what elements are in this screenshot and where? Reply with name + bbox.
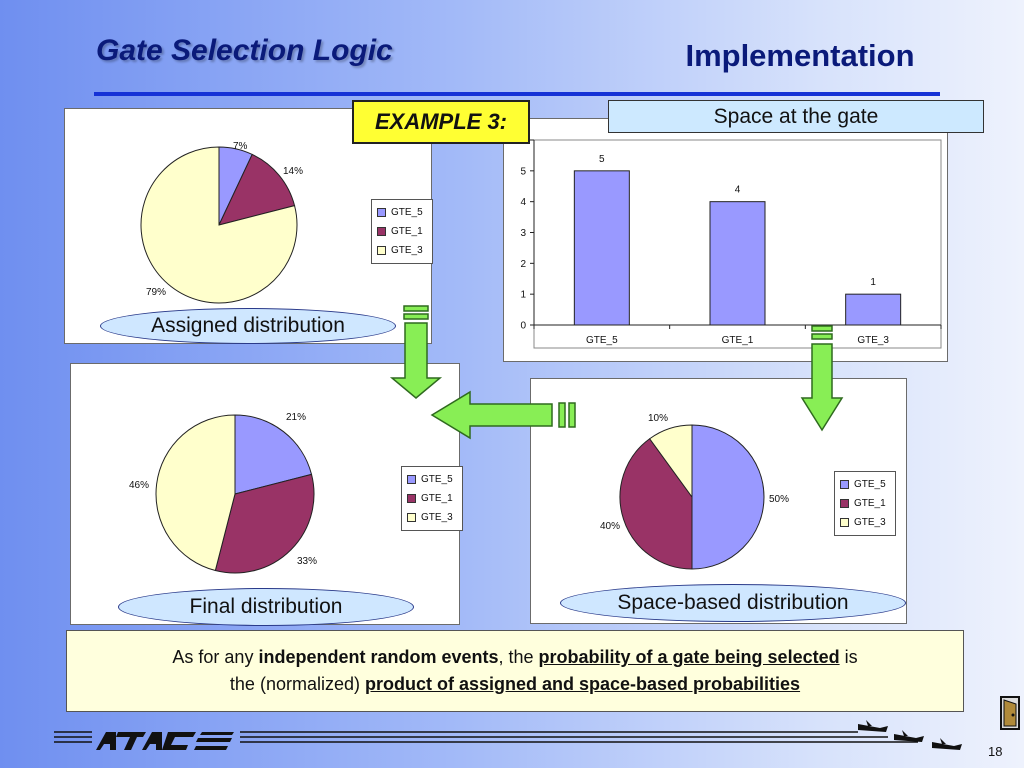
- bar-y-tick-label: 1: [520, 290, 526, 301]
- bar-category-label: GTE_1: [722, 335, 754, 346]
- door-icon: [1000, 696, 1020, 730]
- bar-gte3: [845, 293, 902, 326]
- assigned-label-gte1: 14%: [283, 166, 304, 177]
- pie-slice-gte3: [648, 424, 693, 499]
- bar-y-tick-label: 0: [520, 321, 526, 332]
- bar-category-label: GTE_3: [857, 335, 889, 346]
- spacebased-chart-panel: 50% 40% 10% GTE_5 GTE_1 GTE_3: [530, 378, 907, 624]
- exit-door-button[interactable]: [1000, 696, 1020, 730]
- legend-item-gte3: GTE_3: [407, 508, 457, 527]
- bar-data-label: 1: [870, 277, 876, 288]
- legend-item-gte5: GTE_5: [377, 203, 427, 222]
- assigned-pie-chart: [140, 146, 298, 304]
- footer-branding: [54, 720, 962, 750]
- pie-slice-gte1: [619, 438, 693, 570]
- bar-y-tick-label: 2: [520, 259, 526, 270]
- space-at-gate-label: Space at the gate: [608, 100, 984, 133]
- spacebased-label-gte5: 50%: [769, 494, 790, 505]
- final-label-gte5: 21%: [286, 412, 307, 423]
- pie-slice-gte1: [218, 153, 296, 226]
- note-line-1: As for any independent random events, th…: [172, 647, 858, 667]
- bar-data-label: 4: [735, 185, 741, 196]
- pie-slice-gte1: [214, 473, 315, 574]
- spacebased-legend: GTE_5 GTE_1 GTE_3: [834, 471, 896, 536]
- bar-data-label: 5: [599, 154, 605, 165]
- legend-item-gte1: GTE_1: [407, 489, 457, 508]
- conclusion-note: As for any independent random events, th…: [66, 630, 964, 712]
- bar-gte5: [573, 170, 630, 326]
- legend-item-gte3: GTE_3: [377, 241, 427, 260]
- bar-category-label: GTE_5: [586, 335, 618, 346]
- final-distribution-oval: Final distribution: [118, 588, 414, 626]
- pie-slice-gte3: [140, 146, 298, 304]
- section-title: Implementation: [685, 38, 915, 73]
- final-pie-chart: [155, 414, 315, 574]
- assigned-label-gte3: 79%: [146, 287, 167, 298]
- assigned-chart-panel: 7% 14% 79% GTE_5 GTE_1 GTE_3: [64, 108, 433, 344]
- bar-y-tick-label: 5: [520, 166, 526, 177]
- atac-logo-icon: [96, 732, 234, 750]
- note-line-2: the (normalized) product of assigned and…: [229, 674, 801, 694]
- final-legend: GTE_5 GTE_1 GTE_3: [401, 466, 463, 531]
- example-3-label: EXAMPLE 3:: [352, 100, 530, 144]
- assigned-distribution-oval: Assigned distribution: [100, 308, 396, 344]
- assigned-legend: GTE_5 GTE_1 GTE_3: [371, 199, 433, 264]
- legend-item-gte3: GTE_3: [840, 513, 890, 532]
- bar-gte1: [709, 201, 766, 326]
- legend-item-gte5: GTE_5: [407, 470, 457, 489]
- title-rule: [94, 92, 940, 96]
- bar-y-tick-label: 3: [520, 228, 526, 239]
- bar-y-tick-label: 4: [520, 197, 526, 208]
- spacebased-pie-chart: [619, 424, 765, 570]
- legend-item-gte1: GTE_1: [840, 494, 890, 513]
- assigned-label-gte5: 7%: [233, 141, 248, 152]
- pie-slice-gte3: [155, 414, 236, 572]
- final-label-gte1: 33%: [297, 556, 318, 567]
- legend-item-gte1: GTE_1: [377, 222, 427, 241]
- spacebased-label-gte1: 40%: [600, 521, 621, 532]
- airplane-icons: [858, 720, 962, 750]
- legend-item-gte5: GTE_5: [840, 475, 890, 494]
- pie-slice-gte5: [691, 424, 765, 570]
- pie-slice-gte5: [234, 414, 313, 495]
- page-number: 18: [988, 744, 1003, 759]
- spacebased-label-gte3: 10%: [648, 413, 669, 424]
- slide-title: Gate Selection Logic: [96, 34, 393, 67]
- spacebased-distribution-oval: Space-based distribution: [560, 584, 906, 622]
- final-label-gte3: 46%: [129, 480, 150, 491]
- final-chart-panel: 21% 33% 46% GTE_5 GTE_1 GTE_3: [70, 363, 463, 625]
